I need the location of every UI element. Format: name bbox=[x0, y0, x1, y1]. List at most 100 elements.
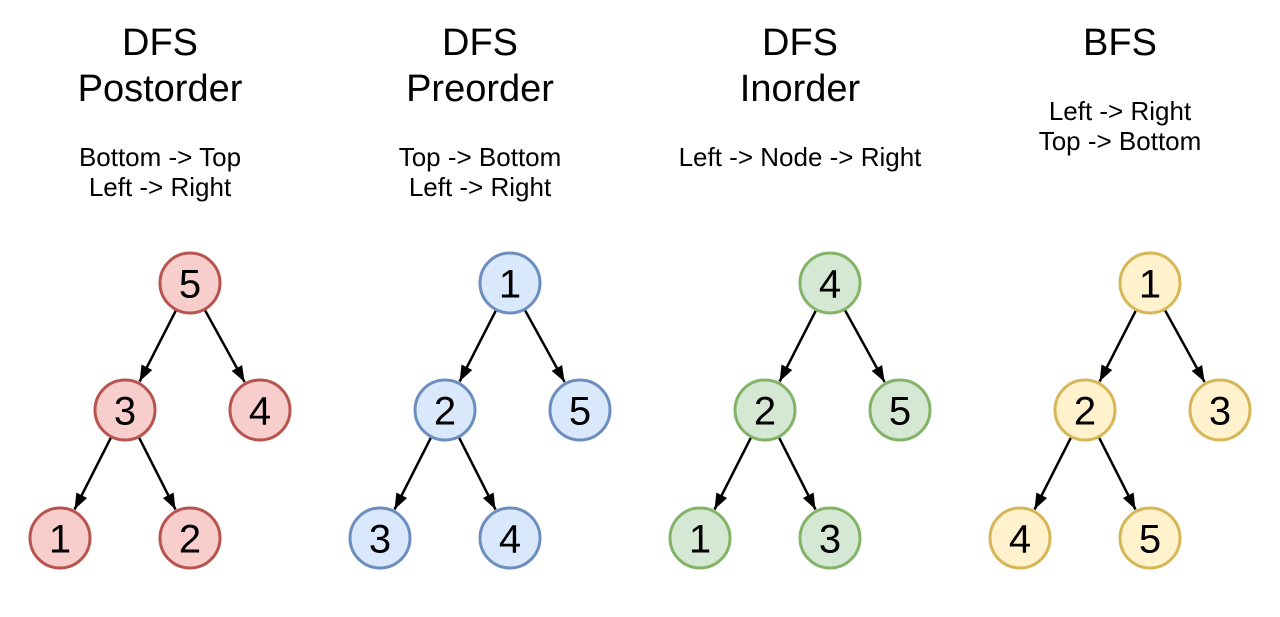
node-circle bbox=[228, 378, 292, 442]
title-line: DFS bbox=[442, 22, 518, 64]
node-circle bbox=[548, 378, 612, 442]
tree-node-left-right: 2 bbox=[158, 506, 222, 570]
tree-edge-left-leftright bbox=[777, 436, 817, 511]
tree-edge-root-left bbox=[458, 309, 498, 383]
node-circle bbox=[158, 506, 222, 570]
rule-line: Left -> Right bbox=[408, 172, 552, 202]
binary-tree-diagram: 1 2 3 4 5 bbox=[988, 251, 1252, 570]
tree-node-left: 2 bbox=[413, 378, 477, 442]
tree-node-left-left: 3 bbox=[348, 506, 412, 570]
title-line: Postorder bbox=[77, 68, 243, 110]
node-value: 2 bbox=[434, 389, 456, 433]
traversal-column-dfs-inorder: DFS Inorder Left -> Node -> Right 4 2 5 bbox=[640, 0, 960, 617]
tree-edge-root-left bbox=[778, 309, 818, 383]
node-value: 3 bbox=[114, 389, 136, 433]
node-value: 1 bbox=[689, 517, 711, 561]
binary-tree-diagram: 1 2 5 3 4 bbox=[348, 251, 612, 570]
tree-edge-root-right bbox=[843, 308, 886, 383]
tree-edge-left-leftleft bbox=[713, 436, 753, 511]
title-line: Preorder bbox=[406, 68, 554, 110]
tree-edge-left-leftright bbox=[137, 436, 177, 511]
tree-edge-root-right bbox=[1163, 308, 1206, 383]
tree-node-left-left: 4 bbox=[988, 506, 1052, 570]
tree-node-left-right: 3 bbox=[798, 506, 862, 570]
tree-edge-left-leftright bbox=[1097, 436, 1137, 511]
node-value: 2 bbox=[754, 389, 776, 433]
node-value: 1 bbox=[1139, 262, 1161, 306]
rule-line: Left -> Right bbox=[1048, 96, 1192, 126]
tree-edge-left-leftleft bbox=[73, 436, 113, 511]
tree-node-left: 2 bbox=[1053, 378, 1117, 442]
node-value: 5 bbox=[889, 389, 911, 433]
title-line: DFS bbox=[122, 22, 198, 64]
tree-node-root: 5 bbox=[158, 251, 222, 315]
rule-line: Top -> Bottom bbox=[1038, 126, 1202, 156]
node-value: 3 bbox=[369, 517, 391, 561]
tree-node-root: 1 bbox=[1118, 251, 1182, 315]
node-circle bbox=[733, 378, 797, 442]
tree-node-left-left: 1 bbox=[668, 506, 732, 570]
tree-node-right: 3 bbox=[1188, 378, 1252, 442]
tree-node-left: 2 bbox=[733, 378, 797, 442]
tree-node-root: 1 bbox=[478, 251, 542, 315]
diagram-title: DFS Preorder bbox=[320, 20, 640, 112]
node-value: 3 bbox=[819, 517, 841, 561]
tree-edge-root-left bbox=[1098, 309, 1138, 383]
node-circle bbox=[1118, 251, 1182, 315]
node-value: 5 bbox=[179, 262, 201, 306]
binary-tree-diagram: 4 2 5 1 3 bbox=[668, 251, 932, 570]
node-value: 1 bbox=[499, 262, 521, 306]
tree-edge-left-leftright bbox=[457, 436, 497, 511]
node-circle bbox=[1188, 378, 1252, 442]
node-circle bbox=[798, 506, 862, 570]
diagram-title: DFS Postorder bbox=[0, 20, 320, 112]
tree-edge-root-left bbox=[138, 309, 178, 383]
rule-line: Left -> Right bbox=[88, 172, 232, 202]
title-line: Inorder bbox=[739, 68, 861, 110]
diagram-title: BFS bbox=[960, 20, 1280, 66]
node-value: 2 bbox=[1074, 389, 1096, 433]
tree-edge-left-leftleft bbox=[393, 436, 433, 511]
binary-tree-diagram: 5 3 4 1 2 bbox=[28, 251, 292, 570]
tree-edge-root-right bbox=[203, 308, 246, 383]
title-line: DFS bbox=[762, 22, 838, 64]
node-circle bbox=[798, 251, 862, 315]
node-circle bbox=[668, 506, 732, 570]
node-circle bbox=[413, 378, 477, 442]
tree-edge-root-right bbox=[523, 308, 566, 383]
node-value: 5 bbox=[1139, 517, 1161, 561]
rule-line: Left -> Node -> Right bbox=[678, 142, 922, 172]
node-circle bbox=[348, 506, 412, 570]
traversal-rule: Top -> Bottom Left -> Right bbox=[320, 142, 640, 202]
tree-node-left-right: 4 bbox=[478, 506, 542, 570]
node-circle bbox=[1053, 378, 1117, 442]
node-value: 1 bbox=[49, 517, 71, 561]
rule-line: Bottom -> Top bbox=[78, 142, 242, 172]
tree-node-left-left: 1 bbox=[28, 506, 92, 570]
node-circle bbox=[158, 251, 222, 315]
rule-line: Top -> Bottom bbox=[398, 142, 562, 172]
traversal-column-dfs-preorder: DFS Preorder Top -> Bottom Left -> Right… bbox=[320, 0, 640, 617]
traversal-rule: Left -> Node -> Right bbox=[640, 142, 960, 172]
tree-edge-left-leftleft bbox=[1033, 436, 1073, 511]
node-circle bbox=[868, 378, 932, 442]
node-value: 3 bbox=[1209, 389, 1231, 433]
tree-node-root: 4 bbox=[798, 251, 862, 315]
traversal-rule: Bottom -> Top Left -> Right bbox=[0, 142, 320, 202]
tree-node-left-right: 5 bbox=[1118, 506, 1182, 570]
traversal-rule: Left -> Right Top -> Bottom bbox=[960, 96, 1280, 156]
node-circle bbox=[988, 506, 1052, 570]
node-value: 4 bbox=[1009, 517, 1031, 561]
traversal-column-bfs: BFS Left -> Right Top -> Bottom 1 2 3 bbox=[960, 0, 1280, 617]
node-value: 5 bbox=[569, 389, 591, 433]
node-circle bbox=[93, 378, 157, 442]
diagram-title: DFS Inorder bbox=[640, 20, 960, 112]
tree-node-right: 5 bbox=[868, 378, 932, 442]
tree-node-right: 5 bbox=[548, 378, 612, 442]
node-value: 2 bbox=[179, 517, 201, 561]
tree-node-left: 3 bbox=[93, 378, 157, 442]
node-circle bbox=[28, 506, 92, 570]
node-circle bbox=[1118, 506, 1182, 570]
tree-node-right: 4 bbox=[228, 378, 292, 442]
